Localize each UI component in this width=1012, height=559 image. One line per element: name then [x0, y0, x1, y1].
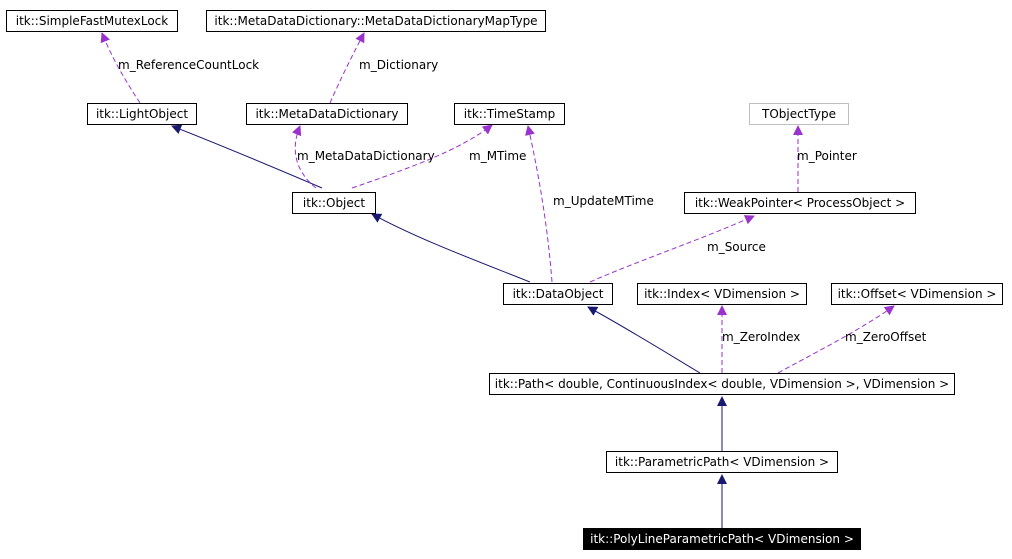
node-data-object[interactable]: itk::DataObject: [503, 283, 613, 305]
edge-mutexlock-to-lightobject: [100, 32, 141, 104]
node-simple-fast-mutex-lock[interactable]: itk::SimpleFastMutexLock: [6, 10, 178, 32]
label-m-pointer: m_Pointer: [797, 149, 857, 163]
edge-timestamp-to-object: [351, 124, 493, 189]
label-m-meta-data-dictionary: m_MetaDataDictionary: [297, 149, 435, 163]
node-t-object-type[interactable]: TObjectType: [749, 103, 849, 125]
label-m-update-mtime: m_UpdateMTime: [553, 194, 654, 208]
edge-weakpointer-to-dataobject: [589, 215, 755, 283]
label-m-zero-index: m_ZeroIndex: [722, 330, 801, 344]
node-weak-pointer[interactable]: itk::WeakPointer< ProcessObject >: [684, 192, 916, 214]
label-m-reference-count-lock: m_ReferenceCountLock: [118, 58, 260, 72]
edge-timestamp-to-dataobject: [525, 125, 553, 283]
node-meta-data-dictionary[interactable]: itk::MetaDataDictionary: [246, 103, 408, 125]
node-time-stamp[interactable]: itk::TimeStamp: [454, 103, 565, 125]
label-m-source: m_Source: [707, 240, 766, 254]
edge-path-to-dataobject: [587, 306, 701, 374]
edge-object-to-lightobject: [171, 124, 323, 189]
label-m-zero-offset: m_ZeroOffset: [845, 330, 927, 344]
node-object[interactable]: itk::Object: [292, 192, 376, 214]
node-offset[interactable]: itk::Offset< VDimension >: [831, 283, 1003, 305]
edge-dictionary-to-object: [291, 125, 317, 189]
node-light-object[interactable]: itk::LightObject: [87, 103, 197, 125]
node-meta-data-dictionary-map-type[interactable]: itk::MetaDataDictionary::MetaDataDiction…: [206, 10, 546, 32]
edge-dataobject-to-object: [371, 213, 531, 283]
label-m-mtime: m_MTime: [469, 149, 527, 163]
node-index[interactable]: itk::Index< VDimension >: [637, 283, 807, 305]
node-poly-line-parametric-path[interactable]: itk::PolyLineParametricPath< VDimension …: [583, 528, 861, 550]
label-m-dictionary: m_Dictionary: [359, 58, 439, 72]
node-parametric-path[interactable]: itk::ParametricPath< VDimension >: [606, 451, 838, 473]
member-edges: [100, 32, 895, 374]
inheritance-edges: [171, 124, 727, 530]
node-path[interactable]: itk::Path< double, ContinuousIndex< doub…: [489, 373, 955, 395]
